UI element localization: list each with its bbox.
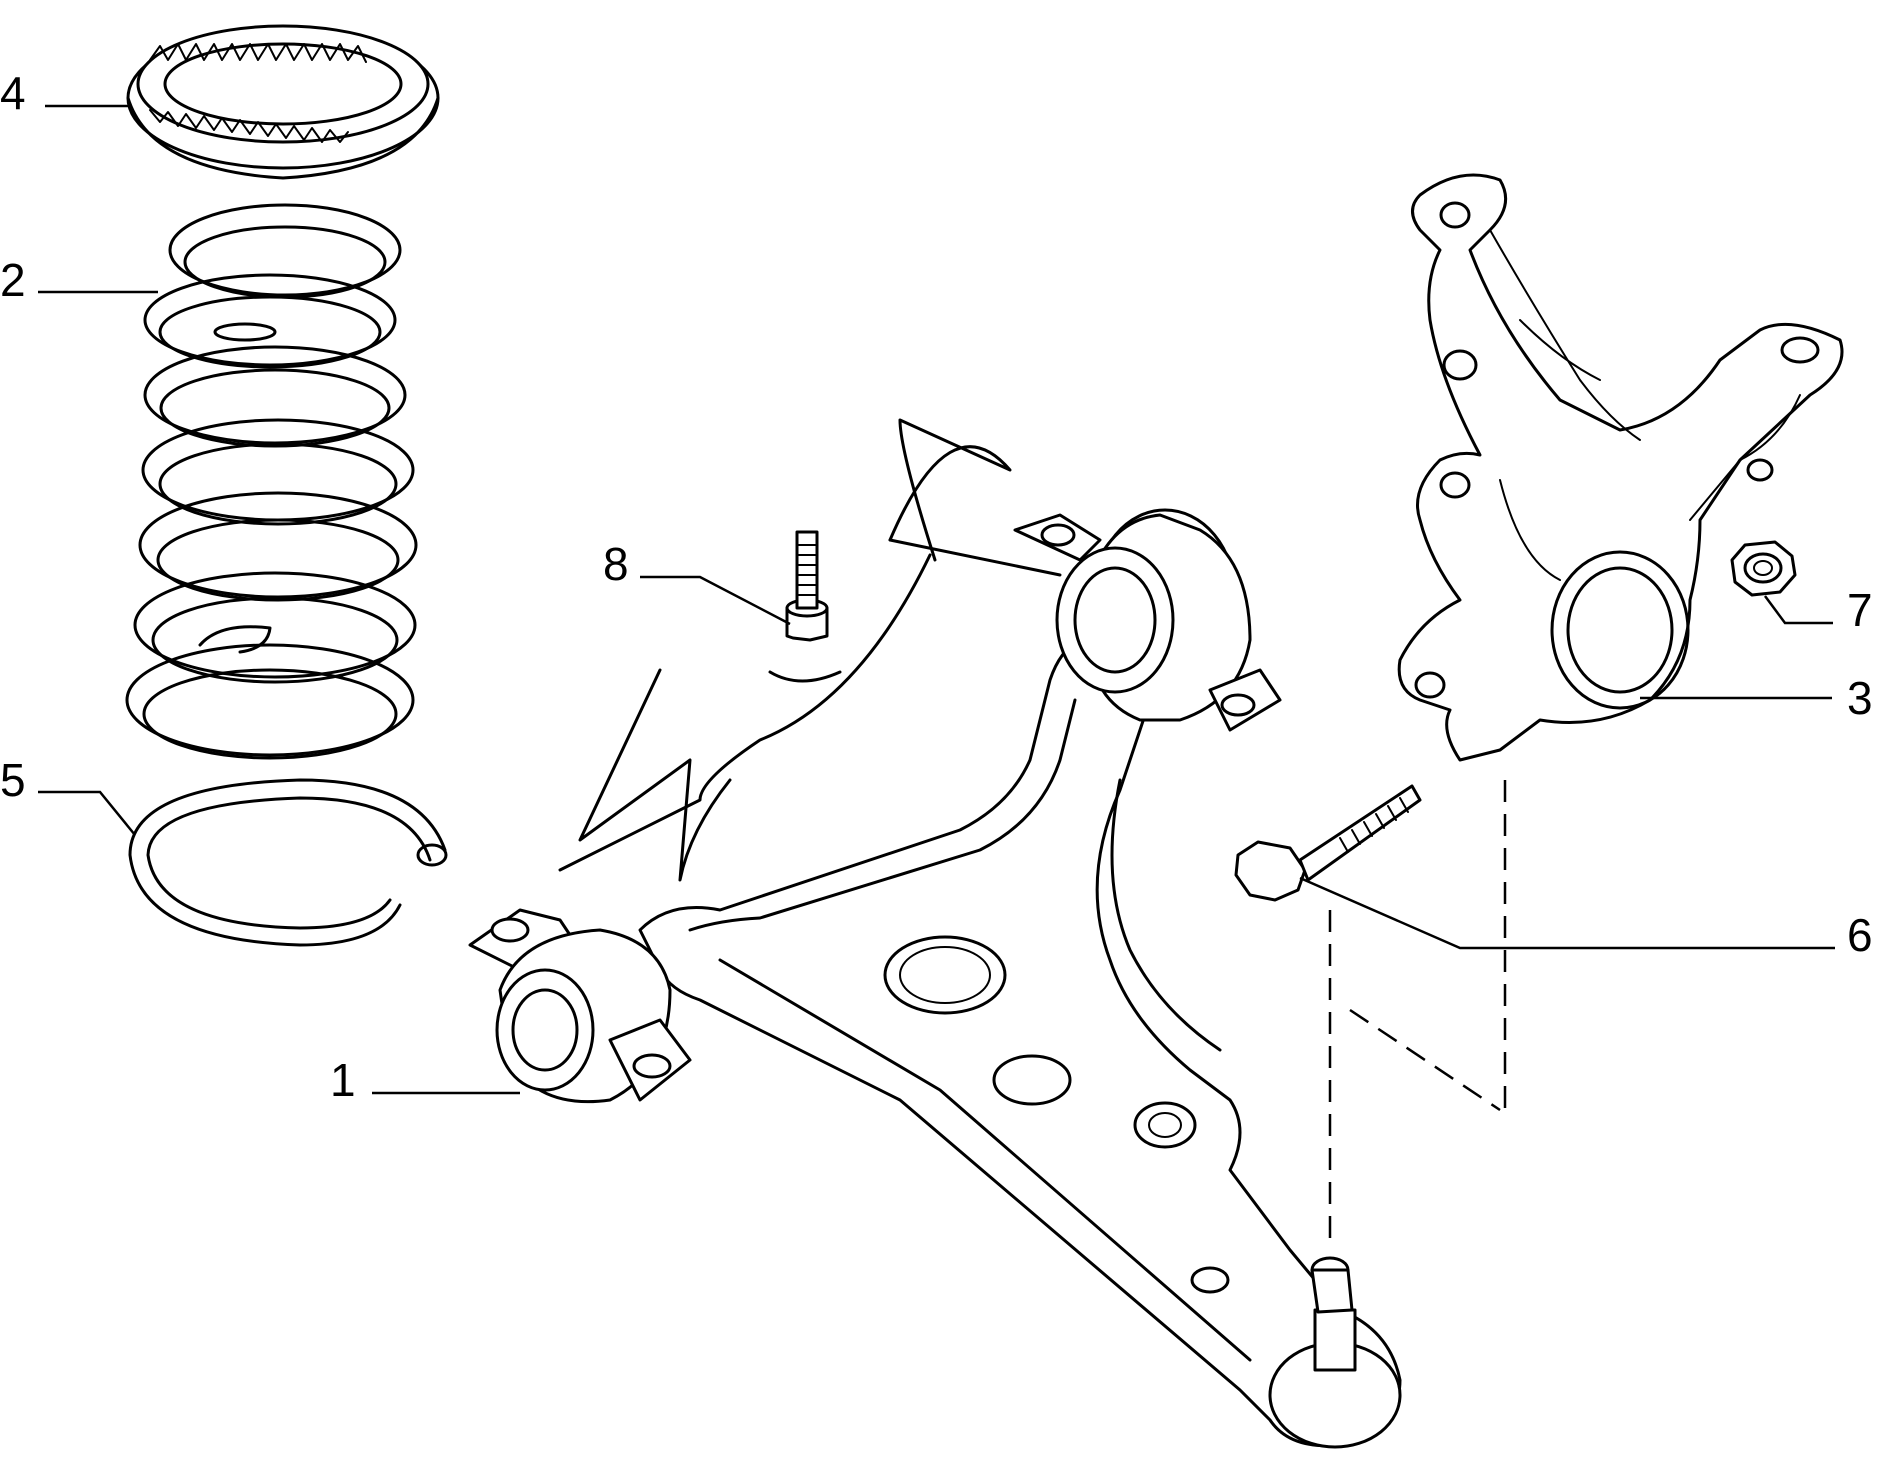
callout-2: 2 xyxy=(0,254,26,306)
callout-4: 4 xyxy=(0,67,26,119)
nut-part-7 xyxy=(1730,540,1797,597)
coil-spring-part-2 xyxy=(125,203,418,760)
steering-knuckle-part-3 xyxy=(1397,173,1844,762)
insulator-ring-part-5 xyxy=(128,778,448,947)
callout-1: 1 xyxy=(330,1054,356,1106)
callout-3: 3 xyxy=(1847,672,1873,724)
leader-lines xyxy=(38,104,1835,1095)
control-arm-part-1 xyxy=(468,508,1402,1449)
callout-5: 5 xyxy=(0,754,26,806)
bolt-part-6 xyxy=(1234,784,1422,902)
alignment-dashes xyxy=(1328,780,1507,1245)
callout-6: 6 xyxy=(1847,909,1873,961)
callout-8: 8 xyxy=(603,538,629,590)
bolt-part-8 xyxy=(768,530,842,683)
detail-burst-outline xyxy=(558,418,1062,882)
spring-seat-part-4 xyxy=(126,24,440,180)
callout-7: 7 xyxy=(1847,584,1873,636)
